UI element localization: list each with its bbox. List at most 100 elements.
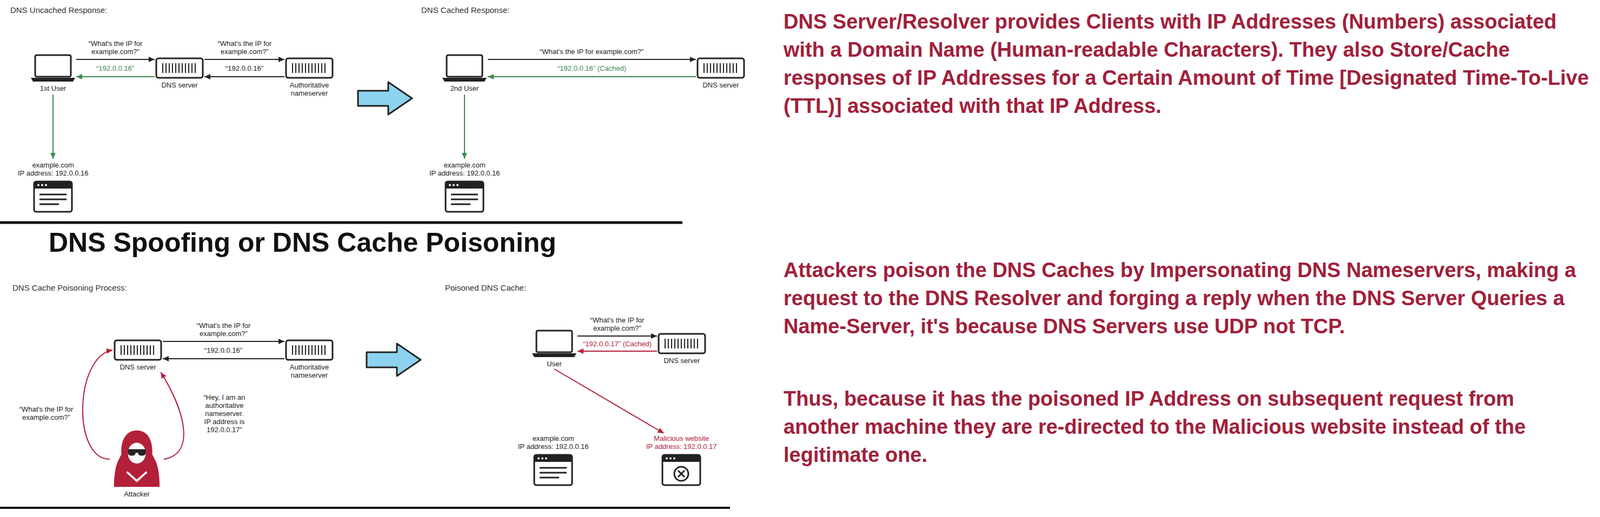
arrow-head — [160, 372, 167, 380]
line-shape — [693, 339, 695, 349]
arrow-connector — [76, 56, 155, 63]
description-text: Attackers poison the DNS Caches by Imper… — [783, 256, 1592, 341]
path-shape — [662, 455, 701, 463]
user-laptop-icon — [441, 54, 488, 83]
line-shape — [146, 345, 148, 356]
edge-label: “What's the IP for example.com?” — [538, 47, 646, 56]
rect-shape — [156, 58, 203, 78]
arrow-head — [657, 428, 665, 434]
divider-line — [0, 221, 683, 225]
user-laptop-icon — [531, 329, 577, 358]
connector-line — [577, 335, 657, 337]
line-shape — [732, 63, 734, 73]
line-shape — [674, 339, 676, 349]
description-text: Thus, because it has the poisoned IP Add… — [783, 384, 1592, 470]
line-shape — [703, 63, 705, 73]
line-shape — [188, 63, 190, 73]
arrow-connector — [577, 348, 657, 355]
description-text: DNS Server/Resolver provides Clients wit… — [783, 7, 1592, 121]
node-label: example.com — [532, 434, 575, 443]
line-shape — [149, 345, 151, 356]
browser-window: example.comIP address: 192.0.0.16 — [518, 434, 589, 487]
user-laptop: User — [531, 329, 577, 369]
edge-label: “192.0.0.16” (Cached) — [555, 64, 628, 73]
circle-shape — [456, 184, 459, 187]
edge-label: “192.0.0.16” — [223, 64, 265, 73]
edge-label: “What's the IP for example.com?” — [209, 39, 281, 56]
line-shape — [696, 339, 699, 349]
line-shape — [317, 345, 320, 356]
node-label: DNS server — [702, 81, 739, 90]
line-shape — [450, 198, 478, 201]
rect-shape — [34, 181, 72, 212]
path-shape — [127, 472, 148, 482]
rect-shape — [286, 340, 333, 361]
connector-line — [204, 58, 285, 61]
node-label: Malicious website — [653, 434, 709, 443]
diagram-title: DNS Spoofing or DNS Cache Poisoning — [48, 227, 557, 259]
arrow-head — [689, 56, 696, 63]
flow-arrow — [357, 82, 413, 115]
line-shape — [687, 339, 689, 349]
line-shape — [298, 63, 300, 73]
line-shape — [706, 63, 708, 73]
line-shape — [671, 339, 673, 349]
edge-label: “What's the IP for example.com?” — [10, 405, 82, 422]
arrow-connector — [162, 356, 285, 362]
line-shape — [295, 63, 297, 73]
divider-line — [0, 507, 730, 510]
node-label: IP address: 192.0.0.17 — [646, 442, 717, 451]
panel-heading: Poisoned DNS Cache: — [445, 283, 527, 294]
dns-server-icon — [113, 339, 163, 362]
node-label: Attacker — [123, 490, 150, 499]
line-shape — [690, 339, 692, 349]
circle-shape — [448, 184, 451, 187]
rect-shape — [446, 55, 483, 77]
dns-server: DNS server — [657, 333, 707, 365]
arrow-connector — [160, 372, 184, 460]
line-shape — [719, 63, 721, 73]
arrow-connector — [487, 74, 696, 80]
line-shape — [304, 345, 307, 356]
connector-line — [160, 372, 184, 460]
circle-shape — [37, 184, 40, 187]
arrow-connector — [487, 56, 696, 63]
circle-shape — [541, 457, 544, 461]
rect-shape — [658, 334, 706, 354]
dns-server: Authoritative nameserver — [284, 339, 334, 380]
arrow-connector — [204, 74, 285, 80]
flow-arrow — [366, 343, 421, 377]
line-shape — [539, 472, 567, 475]
line-shape — [133, 345, 135, 356]
arrow-head — [577, 348, 584, 355]
rect-shape — [35, 55, 71, 77]
rect-shape — [536, 330, 573, 353]
node-label: Authoritative nameserver — [284, 363, 334, 380]
arrow-head — [148, 56, 155, 63]
node-label: example.com — [443, 161, 486, 170]
edge-label: “192.0.0.17” (Cached) — [581, 340, 654, 349]
panel-heading: DNS Cache Poisoning Process: — [12, 283, 128, 294]
browser-window-icon — [533, 454, 574, 487]
line-shape — [664, 339, 666, 349]
browser-window: example.comIP address: 192.0.0.16 — [17, 161, 89, 214]
node-label: DNS server — [161, 81, 198, 90]
arrow-head — [76, 74, 83, 80]
circle-shape — [673, 457, 676, 461]
arrow-connector — [577, 333, 657, 340]
line-shape — [308, 345, 310, 356]
connector-line — [162, 341, 285, 343]
line-shape — [123, 345, 125, 356]
line-shape — [120, 345, 122, 356]
line-shape — [178, 63, 180, 73]
line-shape — [726, 63, 728, 73]
connector-line — [554, 369, 665, 434]
user-laptop-icon — [30, 54, 76, 83]
line-shape — [677, 339, 679, 349]
line-shape — [667, 339, 669, 349]
line-shape — [680, 339, 682, 349]
ellipse-shape — [128, 443, 146, 465]
line-shape — [291, 63, 294, 73]
line-shape — [162, 63, 164, 73]
line-shape — [709, 63, 712, 73]
